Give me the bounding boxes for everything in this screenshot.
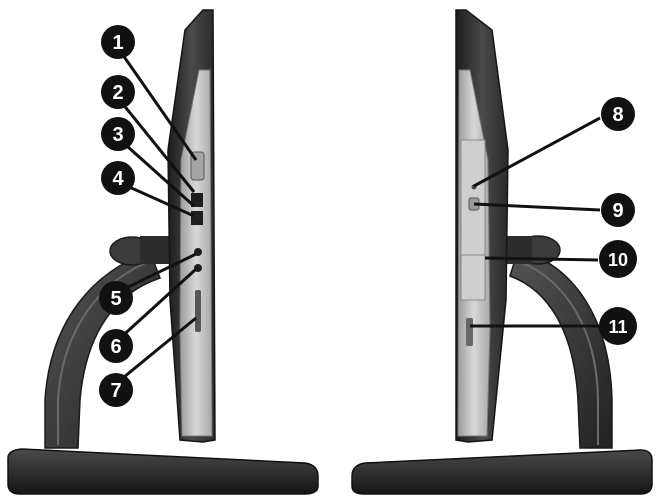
usb-port-2 <box>191 211 203 225</box>
callout-9: 9 <box>601 193 635 227</box>
callout-10: 10 <box>599 240 637 278</box>
left-base <box>8 449 318 494</box>
svg-text:8: 8 <box>612 104 623 126</box>
optical-drive <box>461 140 485 300</box>
svg-text:5: 5 <box>110 288 121 310</box>
card-reader-slot <box>195 290 201 332</box>
svg-text:7: 7 <box>110 380 121 402</box>
callout-4: 4 <box>101 161 135 195</box>
callout-8: 8 <box>601 97 635 131</box>
left-side-view <box>8 10 318 494</box>
svg-text:9: 9 <box>612 200 623 222</box>
callout-7: 7 <box>99 373 133 407</box>
svg-text:6: 6 <box>110 336 121 358</box>
callout-2: 2 <box>101 75 135 109</box>
svg-text:3: 3 <box>112 124 123 146</box>
svg-text:10: 10 <box>608 250 628 270</box>
svg-text:2: 2 <box>112 82 123 104</box>
callout-3: 3 <box>101 117 135 151</box>
svg-text:4: 4 <box>112 168 124 190</box>
svg-text:1: 1 <box>112 32 123 54</box>
callout-5: 5 <box>99 281 133 315</box>
drive-bay-slot <box>466 318 473 346</box>
callout-6: 6 <box>99 329 133 363</box>
svg-text:11: 11 <box>608 317 627 337</box>
callout-11: 11 <box>599 307 637 345</box>
right-base <box>352 450 652 494</box>
callout-1: 1 <box>101 25 135 59</box>
right-stand-arm <box>510 250 612 448</box>
